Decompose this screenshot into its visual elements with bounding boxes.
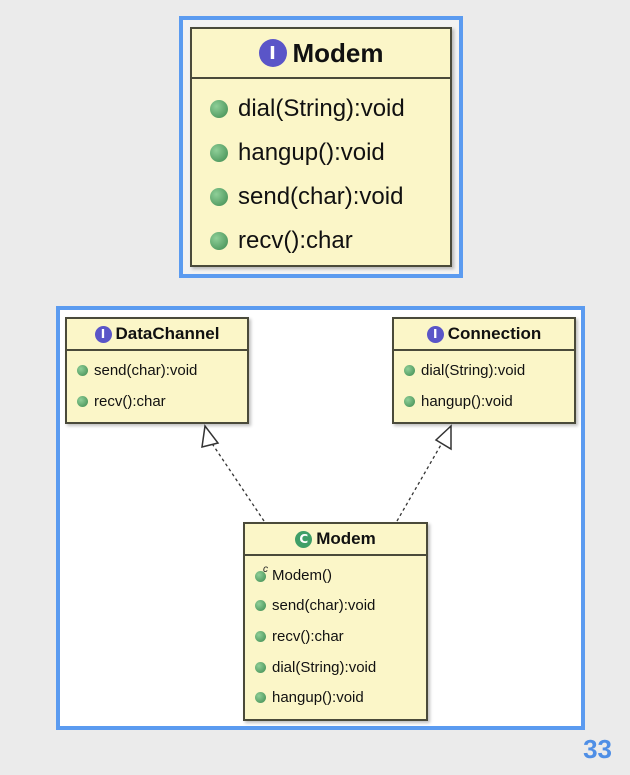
method-row: send(char):void bbox=[67, 355, 247, 386]
method-row: dial(String):void bbox=[192, 87, 450, 131]
modem-class-name: Modem bbox=[316, 529, 376, 548]
method-row: hangup():void bbox=[192, 131, 450, 175]
public-method-icon bbox=[255, 571, 266, 583]
realization-line-datachannel bbox=[210, 441, 265, 522]
public-method-icon bbox=[210, 232, 228, 250]
arrowhead-datachannel bbox=[201, 424, 220, 448]
modem-class-header: C Modem bbox=[245, 524, 426, 556]
page-number: 33 bbox=[583, 734, 612, 764]
connection-header: I Connection bbox=[394, 319, 574, 351]
interface-icon: I bbox=[94, 325, 112, 343]
method-row: recv():char bbox=[67, 386, 247, 417]
method-row: hangup():void bbox=[245, 682, 426, 713]
public-method-icon bbox=[210, 188, 228, 206]
method-label: dial(String):void bbox=[421, 362, 526, 379]
method-row: recv():char bbox=[245, 621, 426, 652]
datachannel-header: I DataChannel bbox=[67, 319, 247, 351]
realization-line-connection bbox=[396, 442, 443, 522]
method-label: send(char):void bbox=[238, 183, 404, 210]
modem-interface-box: I Modem dial(String):void hangup():void … bbox=[190, 27, 452, 267]
method-row: recv():char bbox=[192, 219, 450, 263]
method-row: dial(String):void bbox=[245, 652, 426, 683]
modem-interface-header: I Modem bbox=[192, 29, 450, 79]
method-row: send(char):void bbox=[192, 175, 450, 219]
method-row: dial(String):void bbox=[394, 355, 574, 386]
public-method-icon bbox=[255, 661, 266, 673]
method-label: recv():char bbox=[94, 393, 166, 410]
method-label: hangup():void bbox=[421, 393, 513, 410]
method-label: dial(String):void bbox=[238, 95, 405, 122]
public-method-icon bbox=[404, 396, 415, 407]
constructor-icon: c bbox=[255, 564, 272, 583]
connection-name: Connection bbox=[447, 324, 542, 343]
public-method-icon bbox=[255, 600, 266, 612]
public-method-icon bbox=[255, 692, 266, 704]
method-label: send(char):void bbox=[94, 362, 198, 379]
method-row: hangup():void bbox=[394, 386, 574, 417]
connection-interface-box: I Connection dial(String):void hangup():… bbox=[392, 317, 576, 424]
method-label: hangup():void bbox=[272, 689, 364, 707]
method-label: send(char):void bbox=[272, 597, 376, 615]
constructor-label: Modem() bbox=[272, 566, 333, 584]
public-method-icon bbox=[210, 144, 228, 162]
interface-icon: I bbox=[426, 325, 444, 343]
method-label: recv():char bbox=[272, 627, 344, 645]
method-label: dial(String):void bbox=[272, 658, 377, 676]
interface-icon: I bbox=[258, 39, 287, 67]
method-label: recv():char bbox=[238, 227, 353, 254]
public-method-icon bbox=[77, 365, 88, 376]
public-method-icon bbox=[255, 630, 266, 642]
datachannel-name: DataChannel bbox=[115, 324, 220, 343]
modem-interface-name: Modem bbox=[292, 37, 384, 68]
constructor-row: c Modem() bbox=[245, 560, 426, 591]
modem-class-box: C Modem c Modem() send(char):void recv()… bbox=[243, 522, 428, 721]
method-label: hangup():void bbox=[238, 139, 385, 166]
method-row: send(char):void bbox=[245, 591, 426, 622]
arrowhead-connection bbox=[434, 424, 452, 451]
constructor-marker: c bbox=[263, 564, 268, 576]
class-icon: C bbox=[295, 530, 313, 548]
public-method-icon bbox=[210, 100, 228, 118]
public-method-icon bbox=[77, 396, 88, 407]
datachannel-interface-box: I DataChannel send(char):void recv():cha… bbox=[65, 317, 249, 424]
public-method-icon bbox=[404, 365, 415, 376]
